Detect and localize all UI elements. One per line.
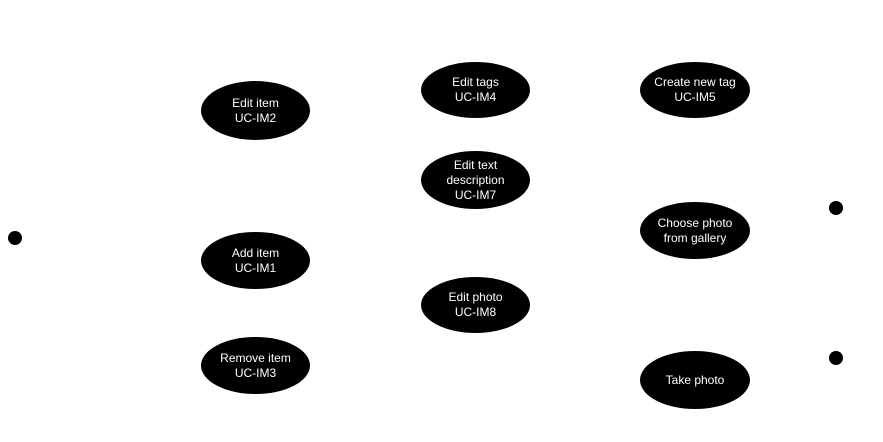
- use-case-label-continued: from gallery: [663, 230, 727, 245]
- use-case-edit-item[interactable]: Edit item UC-IM2: [201, 81, 310, 140]
- use-case-label: Take photo: [665, 372, 725, 387]
- use-case-label: Create new tag: [654, 75, 736, 89]
- use-case-label-continued: description: [446, 172, 505, 187]
- actor-endpoint-dot: [829, 351, 843, 365]
- use-case-edit-text-description[interactable]: Edit text description UC-IM7: [421, 151, 530, 209]
- use-case-take-photo[interactable]: Take photo: [640, 351, 750, 409]
- use-case-label: Remove item: [220, 350, 291, 365]
- use-case-id: UC-IM7: [454, 187, 497, 202]
- use-case-label: Choose photo: [657, 215, 733, 230]
- use-case-label: Edit photo: [448, 290, 503, 304]
- use-case-label: Edit text: [453, 157, 498, 172]
- use-case-edit-photo[interactable]: Edit photo UC-IM8: [421, 277, 530, 333]
- use-case-id: UC-IM1: [234, 260, 277, 275]
- use-case-label: Add item: [231, 245, 280, 260]
- use-case-add-item[interactable]: Add item UC-IM1: [201, 232, 310, 289]
- actor-endpoint-dot: [829, 201, 843, 215]
- actor-endpoint-dot: [8, 231, 22, 245]
- use-case-label: Edit item: [232, 95, 279, 110]
- use-case-id: UC-IM3: [234, 365, 277, 380]
- use-case-id: UC-IM2: [234, 110, 277, 125]
- use-case-create-new-tag[interactable]: Create new tag UC-IM5: [640, 62, 750, 118]
- use-case-id: UC-IM8: [454, 305, 497, 319]
- use-case-id: UC-IM4: [454, 90, 497, 104]
- use-case-edit-tags[interactable]: Edit tags UC-IM4: [421, 62, 530, 118]
- use-case-choose-photo-from-gallery[interactable]: Choose photo from gallery: [640, 202, 750, 259]
- use-case-remove-item[interactable]: Remove item UC-IM3: [201, 337, 310, 394]
- use-case-id: UC-IM5: [674, 90, 716, 104]
- use-case-label: Edit tags: [452, 75, 499, 89]
